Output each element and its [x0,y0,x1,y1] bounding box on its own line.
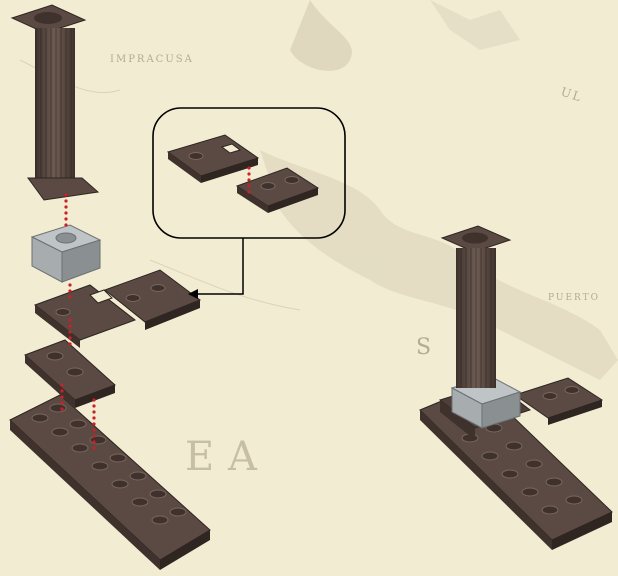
brown-2x2-plate [25,340,115,408]
gray-2x2-brick [32,225,100,282]
map-label-s: S [416,335,433,360]
map-label-a: A [227,434,259,480]
callout-plate-with-hole [168,135,258,183]
map-label-ul: UL [559,85,584,105]
map-label-impracusa: IMPRACUSA [110,54,194,65]
map-label-e: E [185,434,216,480]
brown-column [12,5,98,200]
brown-plate-with-hole [35,270,200,348]
map-label-puerto: PUERTO [548,293,600,303]
exploded-assembly [10,5,210,570]
brown-side-plate-right [515,378,602,425]
brown-base-plate [10,395,210,570]
